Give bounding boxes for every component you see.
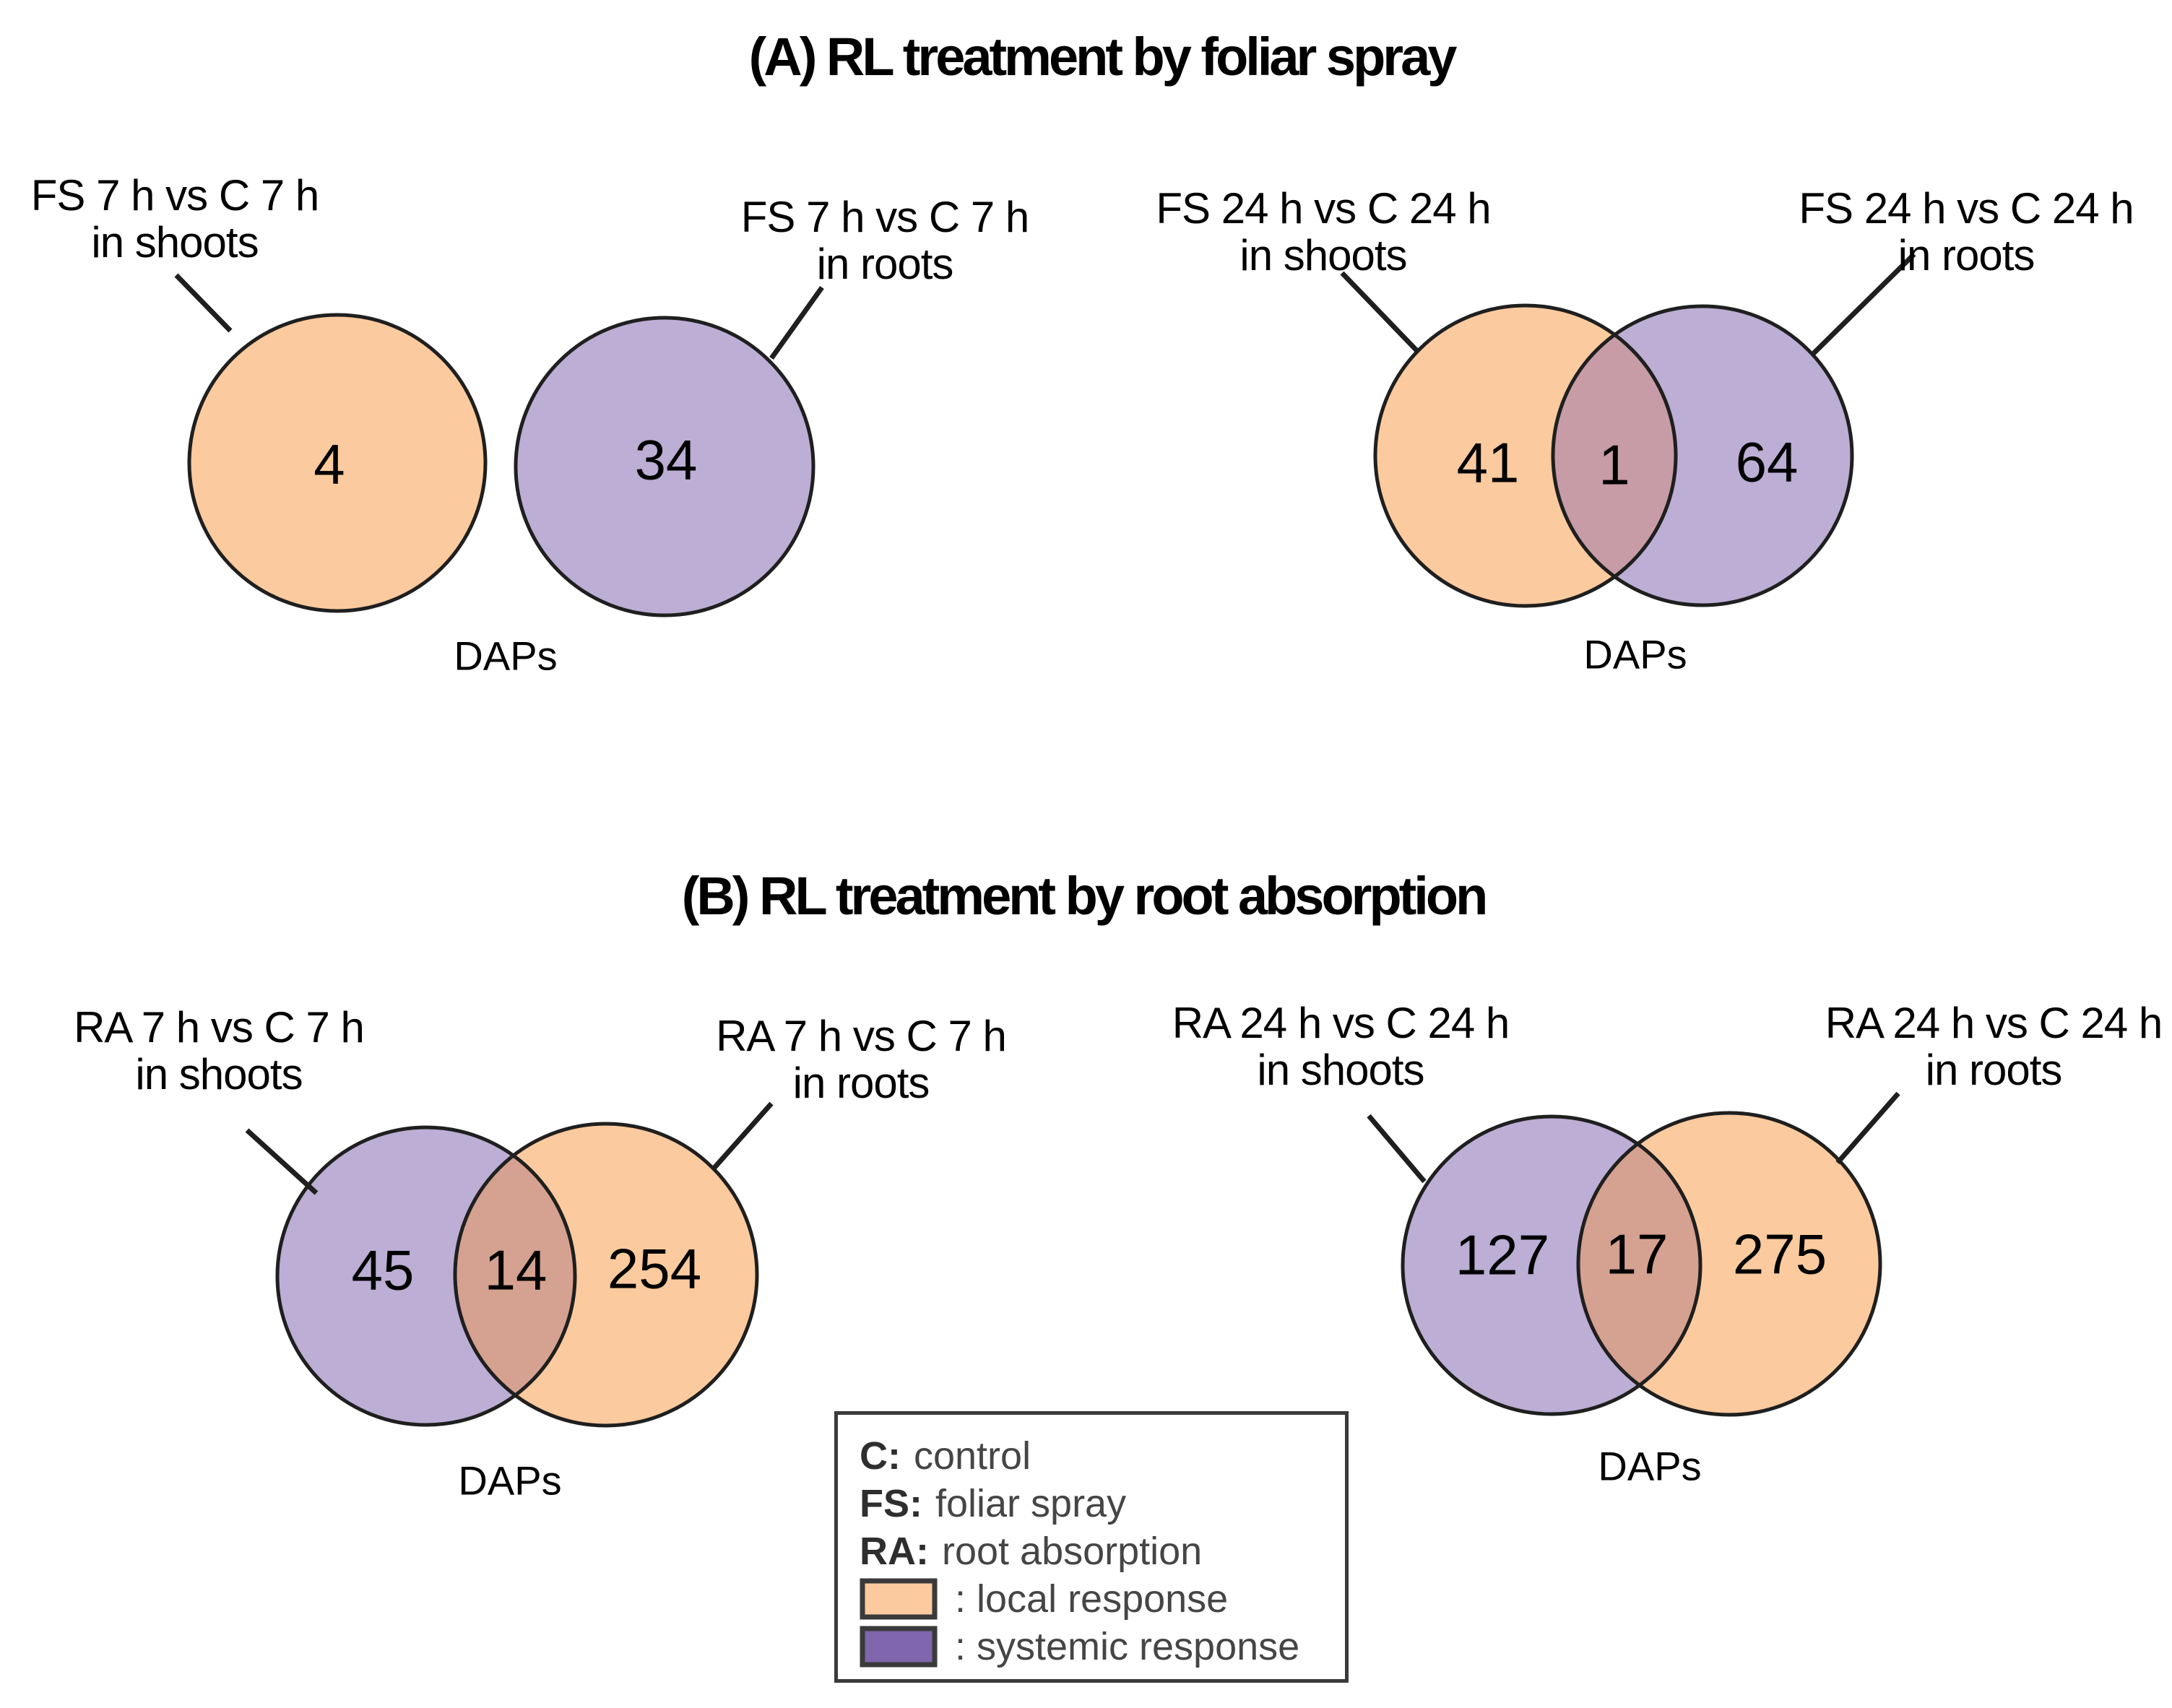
venn-a1-systemic-circle [514,316,815,617]
venn-a1-right-label: FS 7 h vs C 7 h in roots [741,194,1029,287]
venn-b2-caption: DAPs [1598,1443,1702,1489]
venn-b2-left-label-line2: in shoots [1257,1046,1424,1094]
venn-a2-left-count: 41 [1456,430,1520,495]
leader-line-a1-right [769,285,824,360]
venn-b1-systemic-outline [275,1125,577,1427]
venn-b2-left-count: 127 [1455,1223,1550,1287]
venn-a1-local-circle [187,313,488,613]
venn-b1-caption: DAPs [458,1457,562,1504]
leader-line-b1-right [711,1101,774,1171]
local-response-swatch-rect [860,1578,938,1620]
leader-line-a2-left [1340,271,1419,353]
venn-a2-right-label-line1: FS 24 h vs C 24 h [1799,184,2134,233]
panel-b-title: (B) RL treatment by root absorption [681,866,1489,926]
legend-row-control: C: control [860,1432,1345,1480]
venn-b1-local-outline [453,1122,759,1428]
legend-value-root-absorption: root absorption [941,1530,1203,1573]
legend-row-local-response: : local response [860,1575,1345,1623]
legend-value-foliar-spray: foliar spray [935,1482,1127,1525]
venn-b2-systemic-outline [1401,1114,1702,1416]
leader-line-b1-left [245,1128,319,1195]
legend-row-foliar-spray: FS: foliar spray [860,1480,1345,1527]
leader-line-b2-left [1367,1114,1427,1184]
legend-key-control: C: [860,1434,901,1478]
venn-b2-left-label: RA 24 h vs C 24 h in shoots [1172,1000,1510,1093]
venn-b1-right-label-line2: in roots [792,1059,930,1107]
venn-b1-overlap-region [455,1127,575,1425]
legend-row-systemic-response: : systemic response [860,1623,1345,1670]
venn-b2-local-outline [1576,1111,1882,1417]
legend-value-local-response: : local response [955,1577,1229,1621]
leader-line-a1-left [174,273,233,333]
venn-b2-overlap-count: 17 [1605,1222,1669,1286]
venn-a2-overlap-count: 1 [1598,433,1630,497]
venn-b1-left-label-line2: in shoots [135,1050,303,1098]
venn-b1-left-count: 45 [351,1238,415,1302]
venn-a2-caption: DAPs [1583,631,1687,677]
venn-a2-local-outline [1373,303,1678,608]
venn-b1-left-label-line1: RA 7 h vs C 7 h [74,1003,365,1052]
venn-b2-right-label: RA 24 h vs C 24 h in roots [1825,1000,2163,1093]
venn-a1-right-count: 34 [634,428,698,492]
venn-a2-overlap-region [1553,306,1676,605]
venn-b2-right-label-line1: RA 24 h vs C 24 h [1825,999,2163,1047]
venn-a2-left-label-line2: in shoots [1239,231,1407,279]
venn-a1-right-label-line1: FS 7 h vs C 7 h [740,193,1029,241]
venn-a2-systemic-outline [1551,304,1854,607]
venn-a1-left-label-line1: FS 7 h vs C 7 h [30,171,319,220]
venn-a2-right-count: 64 [1735,430,1799,494]
venn-a1-left-label: FS 7 h vs C 7 h in shoots [31,172,319,266]
venn-b2-overlap-region [1578,1117,1700,1414]
systemic-response-swatch-icon [860,1626,938,1668]
venn-b1-right-label-line1: RA 7 h vs C 7 h [716,1012,1007,1060]
venn-a2-right-label: FS 24 h vs C 24 h in roots [1799,184,2134,279]
venn-a2-right-label-line2: in roots [1898,231,2035,279]
venn-b1-left-label: RA 7 h vs C 7 h in shoots [74,1003,365,1098]
venn-b1-right-count: 254 [607,1236,702,1301]
legend-key-foliar-spray: FS: [860,1482,922,1525]
venn-a1-right-label-line2: in roots [816,240,954,288]
legend-row-root-absorption: RA: root absorption [860,1527,1345,1575]
venn-b2-right-count: 275 [1732,1222,1827,1286]
venn-a1-left-label-line2: in shoots [91,218,259,266]
venn-b2-left-label-line1: RA 24 h vs C 24 h [1172,999,1510,1047]
venn-a2-left-label: FS 24 h vs C 24 h in shoots [1156,184,1491,279]
legend-box: C: control FS: foliar spray RA: root abs… [834,1411,1349,1683]
venn-b1-right-label: RA 7 h vs C 7 h in roots [716,1012,1007,1107]
venn-a1-caption: DAPs [454,633,558,679]
leader-line-b2-right [1835,1091,1900,1165]
venn-b2-right-label-line2: in roots [1925,1046,2063,1094]
venn-a2-left-label-line1: FS 24 h vs C 24 h [1156,184,1491,233]
panel-a-title: (A) RL treatment by foliar spray [748,27,1458,87]
venn-a1-left-count: 4 [313,432,345,496]
legend-value-control: control [913,1434,1031,1478]
legend-value-systemic-response: : systemic response [955,1625,1300,1668]
systemic-response-swatch-rect [860,1626,938,1668]
local-response-swatch-icon [860,1578,938,1620]
venn-b1-overlap-count: 14 [484,1238,548,1302]
leader-line-a2-right [1809,252,1916,357]
legend-key-root-absorption: RA: [860,1530,929,1573]
